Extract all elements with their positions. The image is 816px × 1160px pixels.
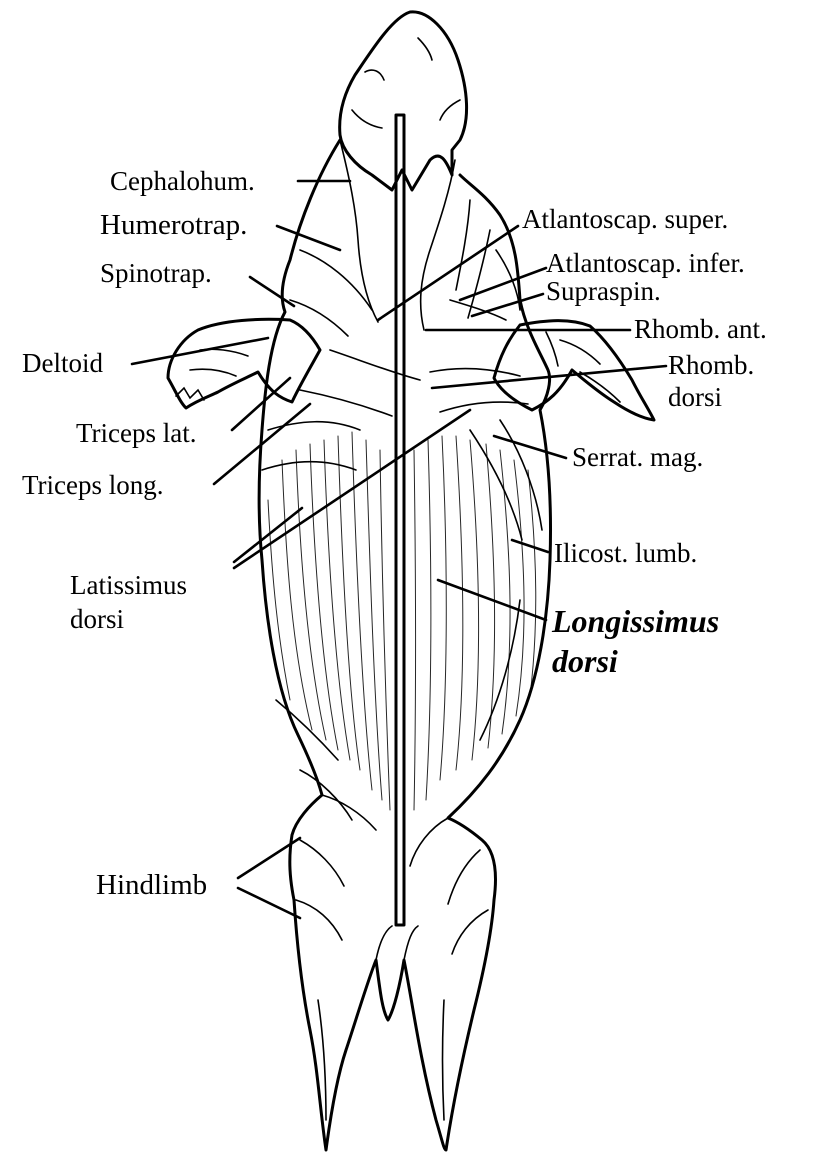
label-atlantoscap-infer: Atlantoscap. infer. xyxy=(546,248,745,278)
label-serrat-mag: Serrat. mag. xyxy=(572,442,703,472)
label-humerotrap: Humerotrap. xyxy=(100,209,247,241)
leader-ilicost-lumb xyxy=(512,540,548,552)
leader-triceps-lat xyxy=(232,378,290,430)
label-supraspin: Supraspin. xyxy=(546,276,661,306)
muscle-fibers xyxy=(268,432,536,810)
label-rhomb-ant: Rhomb. ant. xyxy=(634,314,767,344)
leader-deltoid xyxy=(132,338,268,364)
label-hindlimb: Hindlimb xyxy=(96,869,207,901)
label-deltoid: Deltoid xyxy=(22,348,103,378)
label-longissimus-2: dorsi xyxy=(552,643,618,679)
label-longissimus-1: Longissimus xyxy=(551,603,719,639)
midline-rod xyxy=(396,115,404,925)
label-latissimus-2: dorsi xyxy=(70,604,124,634)
leader-spinotrap xyxy=(250,277,294,306)
label-triceps-lat: Triceps lat. xyxy=(76,418,197,448)
label-rhomb-dorsi-2: dorsi xyxy=(668,382,722,412)
leader-serrat-mag xyxy=(494,436,566,458)
label-spinotrap: Spinotrap. xyxy=(100,258,212,288)
leader-hindlimb-b xyxy=(238,888,300,918)
leader-latissimus-a xyxy=(234,508,302,562)
label-rhomb-dorsi-1: Rhomb. xyxy=(668,350,754,380)
leader-atlantoscap-super xyxy=(378,226,518,320)
leader-humerotrap xyxy=(277,226,340,250)
label-atlantoscap-super: Atlantoscap. super. xyxy=(522,204,728,234)
label-ilicost-lumb: Ilicost. lumb. xyxy=(554,538,697,568)
label-triceps-long: Triceps long. xyxy=(22,470,164,500)
labels: Cephalohum. Humerotrap. Spinotrap. Delto… xyxy=(22,166,767,901)
label-latissimus-1: Latissimus xyxy=(70,570,187,600)
leader-supraspin xyxy=(472,294,543,316)
left-forelimb-outline xyxy=(168,319,320,408)
leader-longissimus xyxy=(438,580,546,620)
label-cephalohum: Cephalohum. xyxy=(110,166,255,196)
leader-atlantoscap-infer xyxy=(460,268,546,300)
